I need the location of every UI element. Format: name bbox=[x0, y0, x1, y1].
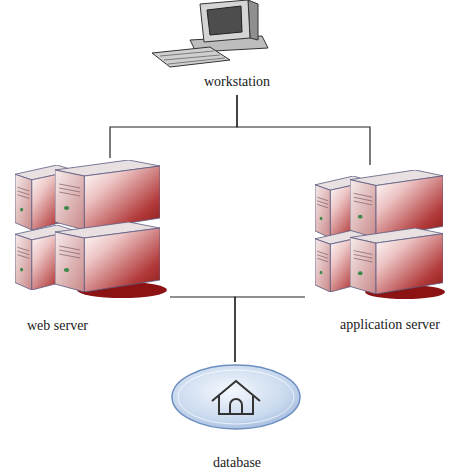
node-label: web server bbox=[10, 318, 105, 334]
connector-line bbox=[235, 297, 305, 362]
database-node: database bbox=[150, 362, 324, 474]
database-icon bbox=[172, 365, 300, 429]
connector-line bbox=[110, 95, 237, 158]
connector-line bbox=[170, 297, 235, 362]
node-label: database bbox=[150, 455, 324, 471]
web-server-node: web server bbox=[10, 158, 170, 336]
node-label: workstation bbox=[150, 74, 324, 90]
connector-line bbox=[237, 95, 370, 165]
application-server-node: application server bbox=[305, 165, 470, 337]
workstation-node: workstation bbox=[150, 0, 324, 95]
application-server-icon bbox=[315, 170, 445, 299]
web-server-icon bbox=[15, 160, 167, 298]
node-label: application server bbox=[320, 317, 460, 333]
workstation-icon bbox=[152, 0, 268, 67]
